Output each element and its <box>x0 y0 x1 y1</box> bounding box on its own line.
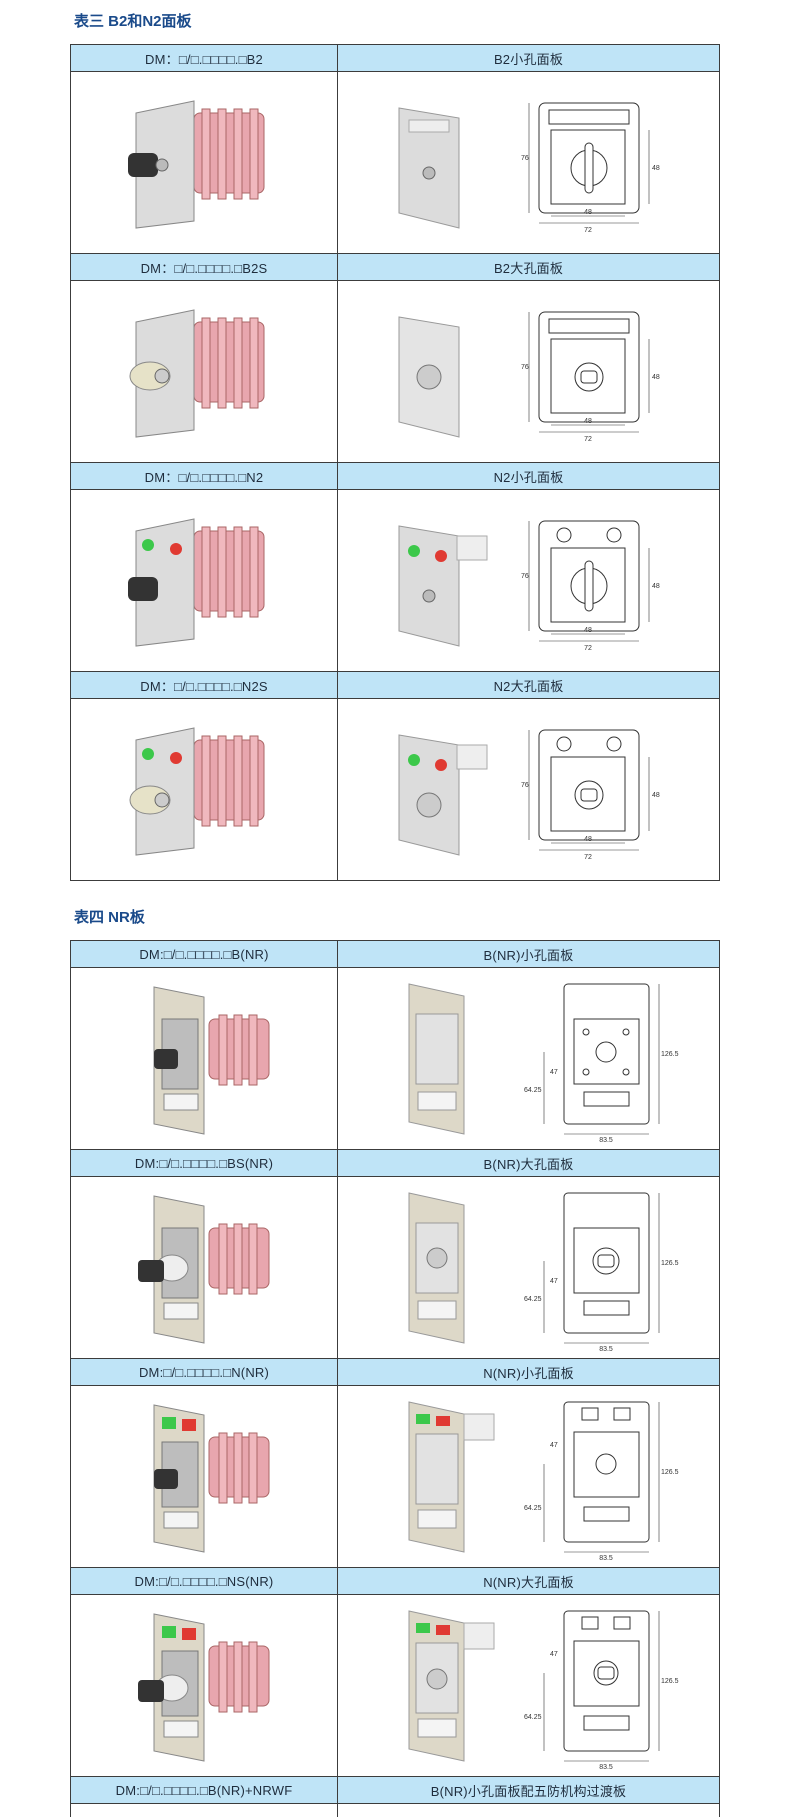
model-label: DM:□/□.□□□□.□B(NR)+NRWF <box>71 1777 338 1803</box>
panel-label: B(NR)小孔面板配五防机构过渡板 <box>430 1783 627 1799</box>
dim-offset: 64.25 <box>524 1087 542 1094</box>
dim-mid: 47 <box>550 1442 558 1449</box>
table-header-row: DM:□/□.□□□□.□N(NR) N(NR)小孔面板 <box>71 1358 719 1385</box>
panel-drawing: 48 72 76 48 <box>338 281 719 462</box>
dim-height: 126.5 <box>661 1678 679 1685</box>
dim-width: 83.5 <box>599 1555 613 1562</box>
dim-inner-height: 48 <box>652 165 660 172</box>
switch-illustration <box>71 1595 338 1776</box>
table-header-row: DM：□/□.□□□□.□B2 B2小孔面板 <box>71 44 719 71</box>
panel-label: B2大孔面板 <box>493 260 564 276</box>
panel-drawing: 48 72 76 48 <box>338 490 719 671</box>
switch-illustration <box>71 72 338 253</box>
dim-height: 76 <box>521 573 529 580</box>
panel-label: N(NR)大孔面板 <box>483 1574 574 1590</box>
table-header-row: DM:□/□.□□□□.□NS(NR) N(NR)大孔面板 <box>71 1567 719 1594</box>
table-header-row: DM:□/□.□□□□.□B(NR)+NRWF B(NR)小孔面板配五防机构过渡… <box>71 1776 719 1803</box>
dim-inner-width: 48 <box>584 209 592 216</box>
table-header-row: DM:□/□.□□□□.□B(NR) B(NR)小孔面板 <box>71 940 719 967</box>
table-image-row: 48 72 76 48 <box>71 71 719 253</box>
dim-height: 76 <box>521 155 529 162</box>
dim-inner-height: 48 <box>652 583 660 590</box>
section-title-b2-n2: 表三 B2和N2面板 <box>74 13 192 30</box>
dim-inner-width: 48 <box>584 418 592 425</box>
model-label: DM:□/□.□□□□.□B(NR) <box>71 941 338 967</box>
table-image-row: 48 72 76 48 <box>71 698 719 880</box>
model-label: DM：□/□.□□□□.□N2S <box>71 672 338 698</box>
table-header-row: DM：□/□.□□□□.□B2S B2大孔面板 <box>71 253 719 280</box>
table-b2-n2: DM：□/□.□□□□.□B2 B2小孔面板 <box>70 44 720 881</box>
dim-mid: 47 <box>550 1651 558 1658</box>
dim-height: 126.5 <box>661 1469 679 1476</box>
table-image-row: 83.5 126.5 64.25 47 <box>71 967 719 1149</box>
model-label: DM：□/□.□□□□.□B2S <box>71 254 338 280</box>
switch-illustration <box>71 1386 338 1567</box>
panel-drawing: 48 72 76 48 <box>338 699 719 880</box>
dim-inner-height: 48 <box>652 792 660 799</box>
panel-label: N2大孔面板 <box>493 678 564 694</box>
panel-label: B(NR)大孔面板 <box>483 1156 574 1172</box>
table-header-row: DM:□/□.□□□□.□BS(NR) B(NR)大孔面板 <box>71 1149 719 1176</box>
indicator-green-icon <box>142 538 154 551</box>
panel-drawing: 83.5 126.5 64.25 47 <box>338 1595 719 1776</box>
dim-inner-height: 48 <box>652 374 660 381</box>
dim-offset: 64.25 <box>524 1714 542 1721</box>
dim-height: 76 <box>521 782 529 789</box>
dim-inner-width: 48 <box>584 627 592 634</box>
dim-mid: 47 <box>550 1069 558 1076</box>
table-header-row: DM：□/□.□□□□.□N2S N2大孔面板 <box>71 671 719 698</box>
switch-illustration <box>71 1177 338 1358</box>
table-image-row: 48 72 76 48 <box>71 280 719 462</box>
table-nr: DM:□/□.□□□□.□B(NR) B(NR)小孔面板 <box>70 940 720 1817</box>
panel-drawing: 83.5 126.5 64.25 47 <box>338 1177 719 1358</box>
dim-offset: 64.25 <box>524 1505 542 1512</box>
section-title-nr: 表四 NR板 <box>74 909 145 926</box>
panel-drawing: 83.5 126.5 64.25 47 <box>338 968 719 1149</box>
model-label: DM:□/□.□□□□.□NS(NR) <box>71 1568 338 1594</box>
model-label: DM：□/□.□□□□.□N2 <box>71 463 338 489</box>
indicator-red-icon <box>170 542 182 555</box>
switch-illustration <box>71 699 338 880</box>
dim-width: 83.5 <box>599 1346 613 1353</box>
panel-label: N2小孔面板 <box>493 469 564 485</box>
dim-outer-width: 72 <box>584 227 592 234</box>
table-image-row: 83.5 126.5 64.25 47 <box>71 1176 719 1358</box>
dim-outer-width: 72 <box>584 854 592 861</box>
panel-label: N(NR)小孔面板 <box>483 1365 574 1381</box>
table-image-row: 83.5 126.5 64.25 47 <box>71 1594 719 1776</box>
switch-illustration <box>71 968 338 1149</box>
table-image-row <box>71 1803 719 1817</box>
table-image-row: 48 72 76 48 <box>71 489 719 671</box>
model-label: DM:□/□.□□□□.□BS(NR) <box>71 1150 338 1176</box>
panel-label: B2小孔面板 <box>493 51 564 67</box>
switch-illustration <box>71 490 338 671</box>
table-image-row: 83.5 126.5 64.25 47 <box>71 1385 719 1567</box>
panel-label: B(NR)小孔面板 <box>483 947 574 963</box>
dim-height: 126.5 <box>661 1260 679 1267</box>
table-header-row: DM：□/□.□□□□.□N2 N2小孔面板 <box>71 462 719 489</box>
model-label: DM:□/□.□□□□.□N(NR) <box>71 1359 338 1385</box>
dim-width: 83.5 <box>599 1764 613 1771</box>
panel-drawing: 48 72 76 48 <box>338 72 719 253</box>
dim-outer-width: 72 <box>584 645 592 652</box>
dim-height: 126.5 <box>661 1051 679 1058</box>
switch-illustration <box>71 281 338 462</box>
dim-height: 76 <box>521 364 529 371</box>
dim-offset: 64.25 <box>524 1296 542 1303</box>
dim-outer-width: 72 <box>584 436 592 443</box>
dim-width: 83.5 <box>599 1137 613 1144</box>
dim-inner-width: 48 <box>584 836 592 843</box>
model-label: DM：□/□.□□□□.□B2 <box>71 45 338 71</box>
dim-mid: 47 <box>550 1278 558 1285</box>
panel-drawing: 83.5 126.5 64.25 47 <box>338 1386 719 1567</box>
